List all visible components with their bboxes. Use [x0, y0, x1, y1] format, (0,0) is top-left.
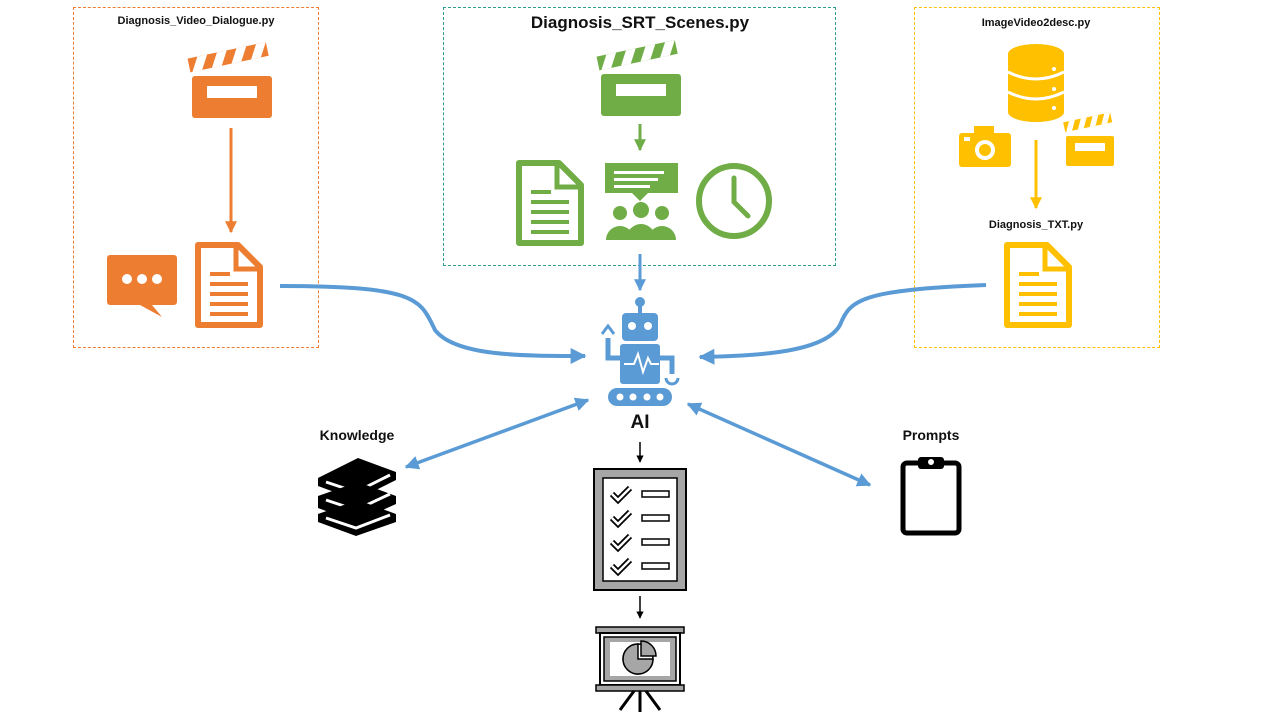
script-label-srt-scenes: Diagnosis_SRT_Scenes.py: [530, 13, 750, 32]
script-label-txt: Diagnosis_TXT.py: [988, 219, 1084, 231]
chat-bubble-icon: [107, 255, 177, 317]
ai-label: AI: [630, 412, 650, 433]
document-icon: [195, 242, 263, 328]
database-icon: [1007, 44, 1065, 122]
robot-icon: [600, 297, 680, 406]
meeting-icon: [605, 163, 678, 240]
arrow-dialogue-to-ai: [279, 284, 587, 364]
presentation-icon: [595, 626, 685, 712]
camera-icon: [959, 126, 1011, 167]
checklist-icon: [593, 468, 687, 591]
document-icon: [516, 160, 584, 246]
clapperboard-icon: [1063, 112, 1114, 166]
knowledge-label: Knowledge: [319, 427, 395, 443]
clipboard-icon: [900, 457, 962, 536]
arrow-txt-to-ai: [698, 283, 987, 365]
clapperboard-icon: [187, 42, 272, 118]
books-icon: [318, 458, 396, 536]
group-box-video-dialogue: [73, 7, 319, 348]
arrow-ai-knowledge: [404, 397, 590, 470]
document-icon: [1004, 242, 1072, 328]
arrow-ai-prompts: [686, 402, 872, 487]
clapperboard-icon: [596, 40, 681, 116]
group-box-image-video: [914, 7, 1160, 348]
script-label-image-video: ImageVideo2desc.py: [981, 17, 1091, 29]
script-label-video-dialogue: Diagnosis_Video_Dialogue.py: [117, 15, 275, 27]
prompts-label: Prompts: [902, 427, 960, 443]
clock-icon: [696, 163, 772, 239]
